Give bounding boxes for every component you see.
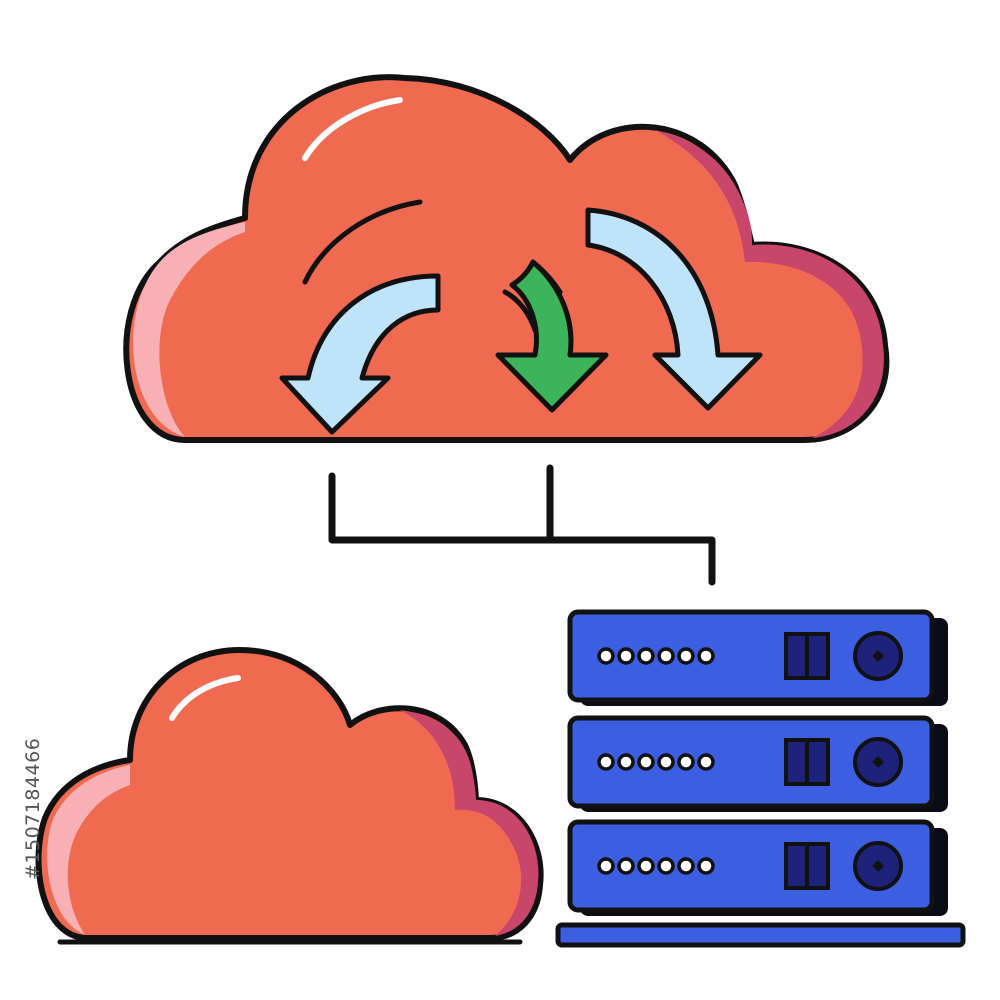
power-button-center — [872, 650, 884, 662]
download-arrow-center — [495, 259, 609, 413]
server-rack-icon — [555, 609, 966, 948]
status-light-icon — [597, 647, 615, 665]
large-cloud-tint — [133, 222, 245, 437]
small-cloud-tint — [47, 765, 130, 935]
small-cloud-body — [35, 647, 544, 941]
connector-line — [328, 472, 716, 586]
status-light-icon — [677, 647, 695, 665]
status-light-icon — [697, 647, 715, 665]
network-connector — [328, 464, 716, 586]
server-base — [555, 922, 966, 948]
status-light-icon — [677, 753, 695, 771]
status-light-icon — [597, 753, 615, 771]
server-unit — [567, 819, 948, 916]
cloud-download-icon — [123, 74, 890, 443]
motion-arc — [302, 199, 423, 285]
status-light-icon — [617, 647, 635, 665]
status-light-icon — [657, 753, 675, 771]
stock-id-label: #1507184466 — [22, 737, 44, 880]
curved-arrow-right — [585, 207, 763, 411]
status-light-icon — [697, 857, 715, 875]
status-light-icon — [637, 857, 655, 875]
server-unit — [567, 609, 948, 706]
status-light-icon — [677, 857, 695, 875]
large-cloud-highlight — [302, 97, 403, 161]
status-light-icon — [597, 857, 615, 875]
power-button-center — [872, 860, 884, 872]
server-unit-body — [567, 609, 935, 703]
small-cloud-highlight — [169, 675, 241, 721]
status-light-icon — [637, 647, 655, 665]
server-unit — [567, 715, 948, 812]
status-light-icon — [637, 753, 655, 771]
status-light-icon — [657, 647, 675, 665]
download-arrow-center-tail — [530, 259, 563, 295]
server-unit-body — [567, 819, 935, 913]
power-button-center — [872, 756, 884, 768]
curved-arrow-left — [279, 273, 441, 435]
large-cloud-shade — [655, 130, 884, 438]
status-light-icon — [617, 753, 635, 771]
status-light-icon — [697, 753, 715, 771]
status-light-icon — [657, 857, 675, 875]
cloud-icon — [35, 647, 544, 945]
status-light-icon — [617, 857, 635, 875]
small-cloud-shade — [400, 710, 539, 936]
server-unit-body — [567, 715, 935, 809]
